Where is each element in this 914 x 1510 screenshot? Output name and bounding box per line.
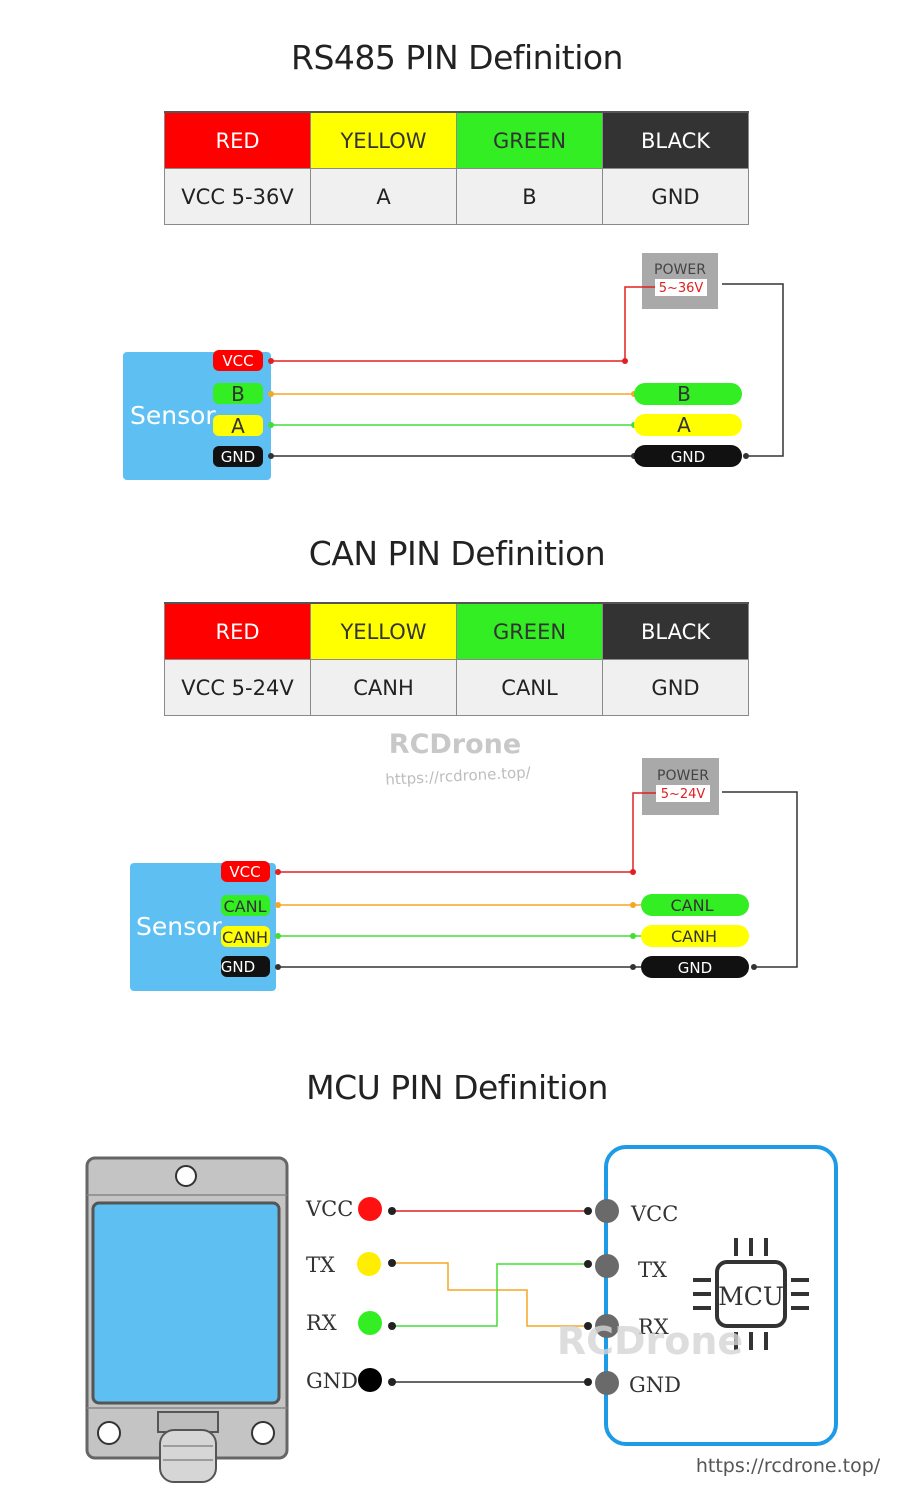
mcu-title: MCU PIN Definition	[306, 1068, 608, 1107]
rs485-device-pin-b	[634, 383, 742, 405]
mcu-wiring-diagram: VCC TX RX GND VCC TX RX GND	[85, 1145, 838, 1483]
rs485-sensor-label: Sensor	[130, 401, 216, 430]
rs485-title: RS485 PIN Definition	[291, 38, 623, 77]
rs485-power-voltage-bg	[655, 279, 707, 296]
mcu-sensor-pin-rx-label: RX	[306, 1311, 337, 1335]
can-power-ground-wire	[722, 791, 798, 968]
can-device-pin-canl	[641, 894, 749, 916]
rs485-sensor-pin-vcc-label: VCC	[222, 352, 253, 370]
rs485-value-b: B	[456, 168, 603, 225]
can-power-label: POWER	[657, 768, 709, 784]
rs485-value-vcc: VCC 5-36V	[164, 168, 311, 225]
rs485-sensor-pin-a	[213, 415, 263, 436]
can-sensor-pin-canh-label: CANH	[222, 928, 268, 947]
rs485-color-green: GREEN	[456, 111, 603, 169]
can-device-pin-gnd	[641, 956, 749, 978]
can-sensor-pin-gnd	[221, 956, 270, 977]
sensor-face	[91, 1201, 281, 1405]
mcu-pin-dot-rx	[595, 1314, 619, 1338]
mcu-chip-icon: MCU	[693, 1238, 809, 1350]
mcu-sensor-dot-tx	[357, 1252, 381, 1276]
can-sensor-pin-gnd-label: GND	[221, 958, 255, 976]
rs485-device-pin-a	[634, 414, 742, 436]
can-wiring-diagram: POWER 5~24V Sensor VCC CANL CANH GND CAN…	[130, 758, 798, 991]
can-color-yellow: YELLOW	[310, 602, 457, 660]
rs485-sensor-pin-gnd-label: GND	[221, 448, 255, 466]
rs485-sensor-pin-a-label: A	[231, 414, 245, 438]
rs485-sensor-pin-b-label: B	[231, 382, 245, 406]
can-power-voltage-bg	[656, 785, 710, 802]
rs485-sensor-pin-gnd	[213, 446, 263, 467]
can-value-canh: CANH	[310, 659, 457, 716]
mcu-pin-dot-tx	[595, 1254, 619, 1278]
mcu-sensor-dot-rx	[358, 1311, 382, 1335]
rs485-power-label: POWER	[654, 262, 706, 278]
mcu-sensor-pin-vcc-label: VCC	[305, 1197, 353, 1221]
rs485-value-gnd: GND	[602, 168, 749, 225]
rs485-device-pin-a-label: A	[677, 413, 691, 437]
can-value-gnd: GND	[602, 659, 749, 716]
sensor-housing-illustration	[85, 1156, 289, 1483]
rs485-pin-table: RED YELLOW GREEN BLACK VCC 5-36V A B GND	[164, 111, 749, 225]
can-sensor-pin-canh	[221, 926, 270, 947]
rs485-color-red: RED	[164, 111, 311, 169]
mcu-pin-rx-label: RX	[638, 1315, 669, 1339]
mcu-rx-to-tx-wire	[392, 1263, 588, 1327]
mcu-pin-vcc-label: VCC	[630, 1202, 678, 1226]
can-device-pin-canh	[641, 925, 749, 947]
rs485-value-a: A	[310, 168, 457, 225]
can-sensor-pin-vcc-label: VCC	[229, 863, 260, 881]
mcu-pin-gnd-label: GND	[629, 1373, 681, 1397]
mcu-sensor-dot-vcc	[358, 1197, 382, 1221]
rs485-power-voltage: 5~36V	[659, 281, 704, 296]
rs485-device-pin-b-label: B	[677, 382, 691, 406]
footer-url: https://rcdrone.top/	[696, 1455, 881, 1477]
mcu-sensor-pin-tx-label: TX	[306, 1253, 335, 1277]
mcu-pin-tx-label: TX	[638, 1258, 667, 1282]
mcu-sensor-dot-gnd	[358, 1368, 382, 1392]
can-sensor-pin-vcc	[221, 861, 270, 882]
rs485-sensor-pin-b	[213, 383, 263, 404]
can-value-vcc: VCC 5-24V	[164, 659, 311, 716]
can-value-canl: CANL	[456, 659, 603, 716]
rs485-wiring-diagram: POWER 5~36V Sensor VCC B A GND B A GND	[123, 253, 784, 480]
mcu-pin-dot-gnd	[595, 1371, 619, 1395]
can-device-pin-canh-label: CANH	[671, 927, 717, 946]
can-power-voltage: 5~24V	[661, 787, 706, 802]
mcu-tx-to-rx-wire	[392, 1262, 588, 1327]
can-device-pin-canl-label: CANL	[671, 896, 714, 915]
rs485-sensor-pin-vcc	[213, 350, 263, 371]
can-pin-table: RED YELLOW GREEN BLACK VCC 5-24V CANH CA…	[164, 602, 749, 716]
can-sensor-pin-canl-label: CANL	[224, 897, 267, 916]
mcu-pin-dot-vcc	[595, 1199, 619, 1223]
can-color-red: RED	[164, 602, 311, 660]
can-title: CAN PIN Definition	[308, 534, 606, 573]
can-sensor-pin-canl	[221, 895, 270, 916]
watermark-brand: RCDrone	[389, 729, 521, 760]
rs485-device-pin-gnd	[634, 445, 742, 467]
rs485-power-ground-wire	[722, 283, 784, 457]
mcu-watermark-brand: RCDrone	[557, 1319, 743, 1363]
rs485-device-pin-gnd-label: GND	[671, 448, 705, 466]
mcu-sensor-pin-gnd-label: GND	[306, 1369, 358, 1393]
rs485-power-positive-wire	[624, 286, 655, 362]
can-power-positive-wire	[632, 792, 656, 872]
watermark-url: https://rcdrone.top/	[385, 763, 532, 789]
rs485-color-yellow: YELLOW	[310, 111, 457, 169]
can-device-pin-gnd-label: GND	[678, 959, 712, 977]
cable-gland	[159, 1429, 217, 1483]
can-sensor-label: Sensor	[136, 912, 222, 941]
can-color-black: BLACK	[602, 602, 749, 660]
mcu-chip-label: MCU	[718, 1282, 784, 1311]
can-color-green: GREEN	[456, 602, 603, 660]
